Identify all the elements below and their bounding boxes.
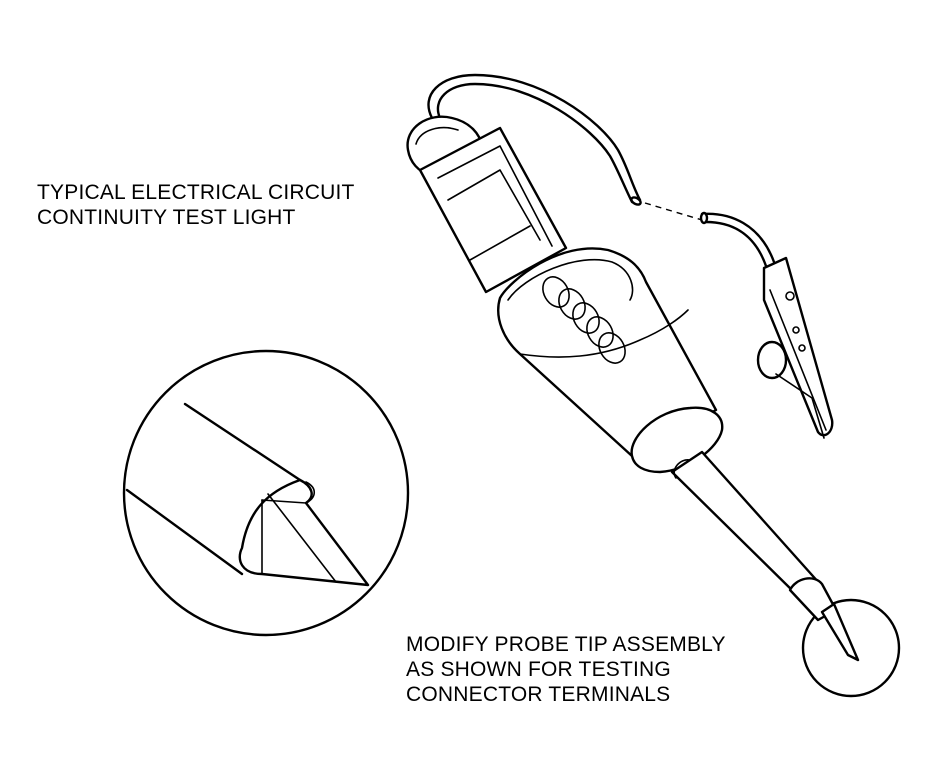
- probe-tip-note: MODIFY PROBE TIP ASSEMBLY AS SHOWN FOR T…: [406, 632, 726, 707]
- probe-tip-detail: [122, 349, 410, 637]
- lead-wire-upper-inner: [436, 82, 634, 204]
- barrel-inner-line: [469, 225, 531, 261]
- clip-lead-cut-end: [699, 211, 709, 225]
- detail-shaft-top-edge: [183, 402, 302, 482]
- clip-lead-inner: [704, 220, 768, 268]
- handle-cone-rim: [507, 258, 634, 301]
- clip-upper-jaw: [762, 256, 834, 437]
- handle-cone: [497, 247, 718, 458]
- clip-lead-outer: [700, 212, 776, 264]
- lead-wire-cut-end: [630, 196, 642, 206]
- clip-rivet-1: [785, 291, 795, 301]
- diagram-title-line-1: TYPICAL ELECTRICAL CIRCUIT: [37, 181, 355, 204]
- test-light-body: [406, 73, 860, 662]
- clip-jaw-line: [769, 289, 827, 431]
- clip-rivet-3: [798, 344, 806, 352]
- diagram-title-line-2: CONTINUITY TEST LIGHT: [37, 206, 296, 229]
- handle-cone-seam: [519, 309, 689, 358]
- detail-tip-notch: [305, 481, 316, 504]
- detail-chisel-tip: [238, 478, 370, 587]
- alligator-clip: [699, 211, 834, 439]
- clip-rivet-2: [792, 326, 800, 334]
- probe-tip-note-line-2: AS SHOWN FOR TESTING: [406, 658, 671, 681]
- clip-spring: [756, 340, 788, 380]
- barrel-highlight-2: [447, 169, 541, 241]
- probe-shaft-base: [673, 459, 691, 479]
- detail-circle-outline: [122, 349, 410, 637]
- detail-tip-facet-top: [261, 499, 307, 504]
- end-cap-rim: [415, 126, 459, 145]
- barrel-highlight-1: [437, 145, 553, 247]
- probe-tip-note-line-1: MODIFY PROBE TIP ASSEMBLY: [406, 633, 726, 656]
- bulb-filament-coil: [542, 276, 626, 364]
- diagram-title: TYPICAL ELECTRICAL CIRCUIT CONTINUITY TE…: [37, 180, 355, 230]
- detail-tip-facet-mid: [267, 493, 337, 583]
- probe-needle-tip: [820, 602, 860, 662]
- clip-lower-jaw: [775, 373, 825, 439]
- lead-wire-upper-outer: [427, 73, 642, 202]
- probe-shaft: [670, 450, 822, 600]
- probe-tip-reference-circle: [801, 598, 901, 698]
- detail-shaft-bottom-edge: [125, 488, 244, 576]
- lead-wire-continuation-dash: [644, 202, 703, 221]
- probe-tip-note-line-3: CONNECTOR TERMINALS: [406, 683, 671, 706]
